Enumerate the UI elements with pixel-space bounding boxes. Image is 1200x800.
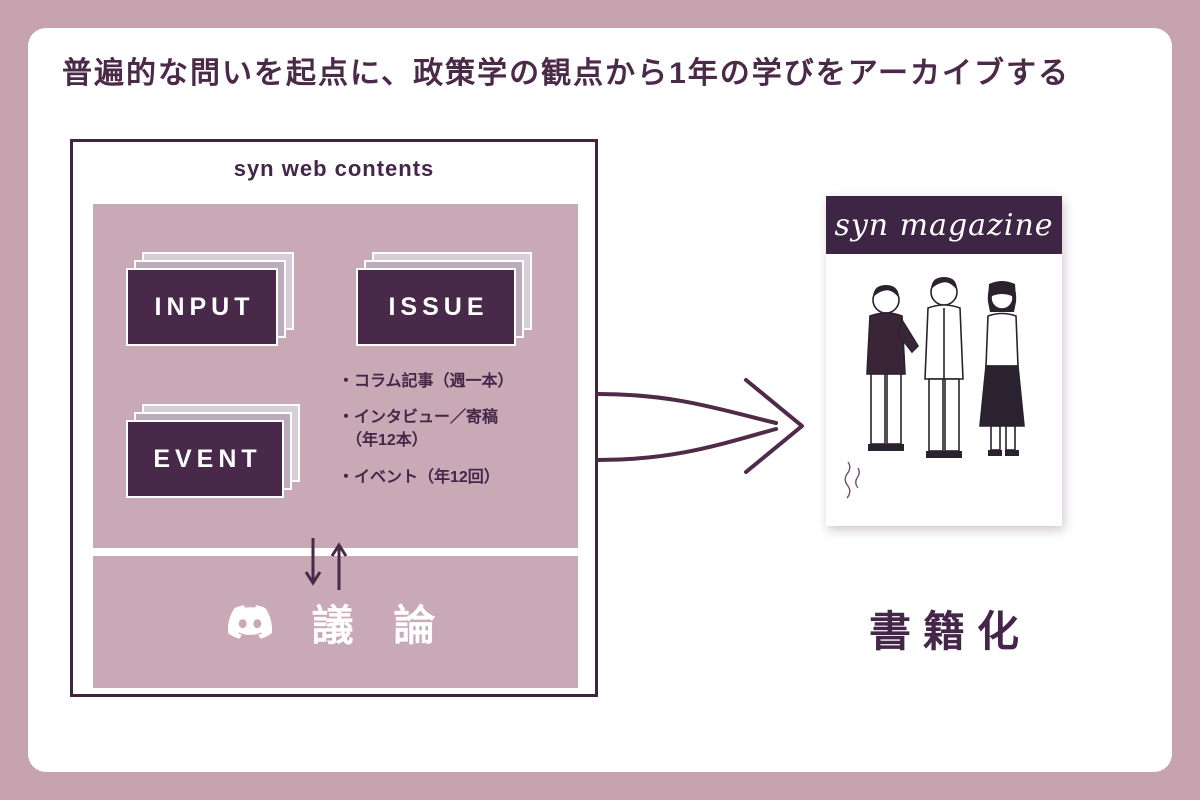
issue-card: ISSUE [356, 268, 516, 346]
page-title: 普遍的な問いを起点に、政策学の観点から1年の学びをアーカイブする [62, 57, 1070, 90]
bullet-interview: ・インタビュー／寄稿 （年12本） [338, 409, 499, 450]
bullet-event: ・イベント（年12回） [338, 468, 500, 486]
figure-left [866, 285, 920, 451]
box-label: syn web contents [233, 156, 435, 181]
masthead-text: syn magazine [834, 207, 1054, 243]
cover-note-scribble [844, 461, 860, 499]
figure-right [979, 281, 1025, 456]
issue-card-stack: ISSUE [356, 252, 532, 346]
event-card-stack: EVENT [126, 404, 300, 498]
figure-middle [924, 277, 964, 458]
syn-web-contents-box: syn web contents INPUT ISSUE EVENT ・コラム記… [70, 139, 598, 697]
cover-illustration [844, 277, 1025, 499]
magazine-masthead: syn magazine [826, 196, 1062, 254]
book-publication-caption: 書籍化 [868, 608, 1031, 655]
exchange-arrows-icon [304, 538, 348, 590]
input-card: INPUT [126, 268, 278, 346]
content-bullet-list: ・コラム記事（週一本） ・インタビュー／寄稿 （年12本） ・イベント（年12回… [338, 370, 573, 502]
flow-arrow-icon [596, 378, 804, 474]
magazine-cover: syn magazine [826, 196, 1062, 526]
input-card-stack: INPUT [126, 252, 294, 346]
discussion-panel: 議 論 [93, 556, 578, 688]
bullet-column-article: ・コラム記事（週一本） [338, 373, 514, 390]
contents-panel: INPUT ISSUE EVENT ・コラム記事（週一本） ・インタビュー／寄稿… [93, 204, 578, 548]
discussion-label: 議 論 [311, 601, 450, 649]
event-card: EVENT [126, 420, 284, 498]
discord-icon [227, 605, 272, 639]
